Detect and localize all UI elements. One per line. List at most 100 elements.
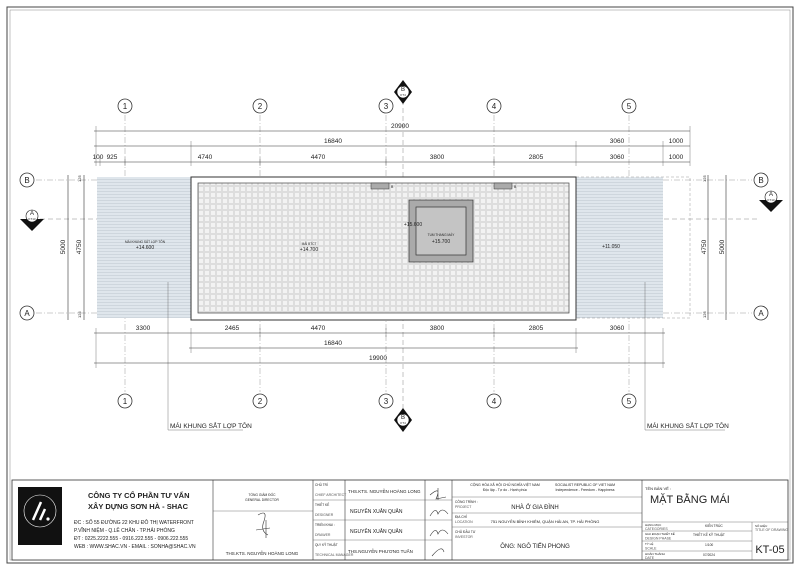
drawing-text: B — [24, 176, 29, 185]
drawing-text: 3300 — [136, 325, 151, 332]
drawing-text: PROJECT — [455, 505, 472, 509]
drawing-text: 2805 — [529, 325, 544, 332]
drawing-text: 3060 — [610, 325, 625, 332]
drawing-text: ÔNG: NGÔ TIẾN PHONG — [500, 543, 570, 550]
drawing-text: KT13 — [767, 198, 775, 202]
drawing-text: DRAWER — [315, 533, 331, 537]
drawing-text: 3060 — [610, 138, 625, 145]
drawing-line — [764, 190, 778, 204]
drawing-text: B — [758, 176, 763, 185]
sheet-number: KT-05 — [755, 544, 784, 556]
drawing-text: A — [30, 211, 34, 217]
drawing-text: TÊN BẢN VẼ : — [645, 486, 671, 491]
drawing-text: 4740 — [198, 154, 213, 161]
drawing-text: CHIEF ARCHITECT — [315, 493, 347, 497]
drawing-line — [167, 282, 243, 431]
drawing-line — [313, 499, 452, 541]
drawing-text: CHỦ ĐẦU TƯ — [455, 529, 476, 534]
drawing-text: GENERAL DIRECTOR — [245, 498, 279, 502]
drawing-text: 2805 — [529, 154, 544, 161]
drawing-text: 3800 — [430, 325, 445, 332]
level-labels: MÁI KHUNG SẮT LỢP TÔN +14.600 MÁI BTCT +… — [125, 222, 620, 253]
drawing-line — [46, 517, 50, 521]
drawing-text: MÁI BTCT — [302, 242, 317, 246]
drawing-text: 4470 — [311, 325, 326, 332]
drawing-text: B — [514, 185, 517, 189]
drawing-text: CATEGORIES — [645, 527, 668, 531]
drawing-text: KT13 — [28, 217, 36, 221]
drawing-line — [486, 98, 502, 114]
drawing-line — [117, 393, 133, 409]
drawing-text: 125 — [77, 175, 82, 182]
drawing-line — [197, 182, 570, 314]
drawing-text: 19900 — [369, 355, 387, 362]
drawing-text: SCALE — [645, 547, 657, 551]
drawing-line — [378, 393, 394, 409]
drawing-text: +15.700 — [432, 239, 450, 245]
drawing-line — [95, 126, 691, 166]
drawing-text: A — [24, 309, 30, 318]
column-bubbles: 1 2 3 4 5 1 2 3 4 5 — [117, 98, 637, 409]
drawing-line — [19, 305, 35, 321]
drawing-text: NGUYỄN XUÂN QUÂN — [350, 528, 403, 535]
drawing-line — [95, 328, 664, 368]
drawing-text: 925 — [107, 154, 118, 161]
drawing-text: SOCIALIST REPUBLIC OF VIET NAM — [555, 483, 615, 487]
drawing-text: TỶ LỆ — [645, 541, 653, 546]
drawing-line — [117, 98, 133, 114]
drawing-text: +14.700 — [300, 247, 318, 253]
drawing-text: 07/2024 — [703, 553, 715, 557]
drawing-text: MÁI KHUNG SẮT LỢP TÔN — [125, 239, 166, 244]
drawing-text: +11.050 — [602, 244, 620, 250]
drawing-text: Independence - Freedom - Happiness — [556, 488, 615, 492]
drawing-text: 4470 — [311, 154, 326, 161]
drawing-text: +14.600 — [136, 245, 154, 251]
drawing-line — [252, 98, 268, 114]
company-logo — [18, 487, 62, 545]
drawing-text: SƠN HÀ — [29, 547, 51, 554]
drawing-line — [415, 206, 467, 256]
drawing-line — [20, 219, 44, 231]
drawing-text: SỐ HIỆU — [755, 523, 767, 528]
drawing-text: KT4 — [400, 93, 406, 97]
sheet-border — [6, 6, 794, 564]
dimensions-right: 4750 5000 125 125 — [701, 175, 727, 320]
drawing-text: 3800 — [430, 154, 445, 161]
drawing-text: 1000 — [669, 138, 684, 145]
drawing-line — [621, 393, 637, 409]
drawing-text: 100 — [93, 154, 104, 161]
drawing-text: 1 — [123, 397, 128, 406]
leader-label-left: MÁI KHUNG SẮT LỢP TÔN — [170, 421, 252, 430]
drawing-text: XÂY DỰNG SƠN HÀ - SHAC — [88, 502, 189, 511]
drawing-text: CỘNG HÒA XÃ HỘI CHỦ NGHĨA VIỆT NAM — [470, 482, 540, 487]
drawing-text: 3 — [384, 397, 389, 406]
drawing-text: A — [758, 309, 764, 318]
drawing-text: 125 — [702, 311, 707, 318]
drawing-line — [759, 200, 783, 212]
drawing-text: DATE — [645, 556, 655, 560]
drawing-text: LOCATION — [455, 520, 473, 524]
drawing-text: QLY KỸ THUẬT — [315, 542, 338, 547]
drawing-text: B — [401, 415, 405, 421]
drawing-text: THS.NGUYỄN PHƯƠNG TUẤN — [348, 548, 413, 554]
drawing-text: MẶT BẰNG MÁI — [650, 493, 730, 506]
drawing-line — [644, 282, 725, 431]
drawing-text: 3 — [384, 102, 389, 111]
drawing-text: WEB : WWW.SHAC.VN - EMAIL : SONHA@SHAC.V… — [74, 544, 196, 550]
drawing-line — [19, 172, 35, 188]
drawing-text: THS.KTS. NGUYỄN HOÀNG LONG — [226, 550, 299, 556]
drawing-text: 5 — [627, 397, 632, 406]
drawing-text: TỔNG GIÁM ĐỐC — [248, 492, 276, 497]
drawing-text: 125 — [702, 175, 707, 182]
drawing-text: 1 — [123, 102, 128, 111]
drawing-text: 4 — [492, 102, 497, 111]
drawing-text: THIẾT KẾ KỸ THUẬT — [693, 532, 725, 537]
drawing-text: TUM THANG MÁY — [428, 233, 456, 237]
drawing-line — [753, 172, 769, 188]
drawing-text: HẠNG MỤC — [645, 523, 662, 527]
